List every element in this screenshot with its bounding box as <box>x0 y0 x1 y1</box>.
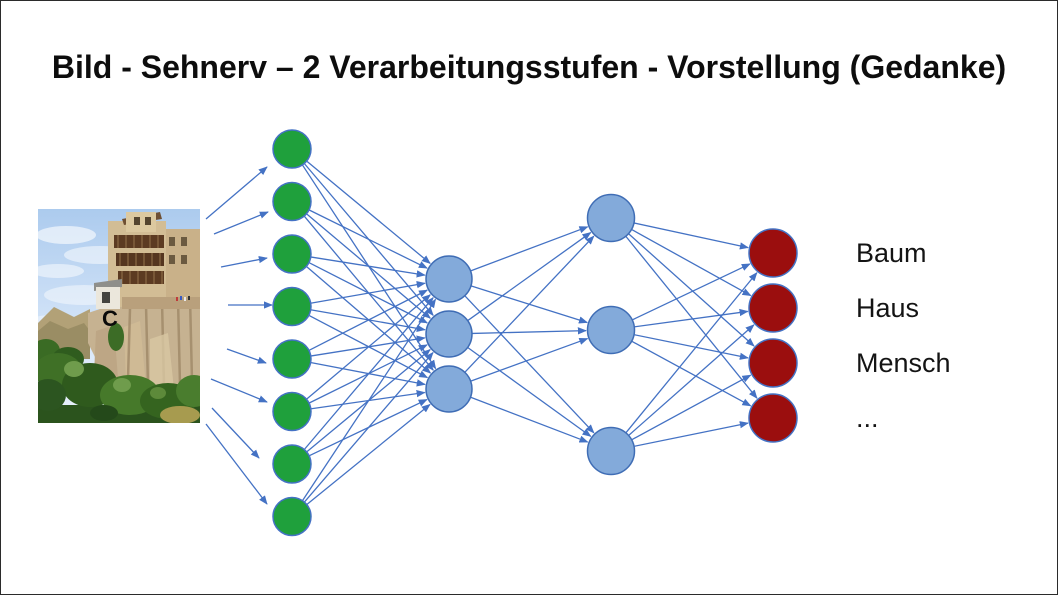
output-label-baum: Baum <box>856 238 927 268</box>
slide-title: Bild - Sehnerv – 2 Verarbeitungsstufen -… <box>51 49 1007 85</box>
output-node <box>748 338 798 388</box>
output-label-more: ... <box>856 403 879 433</box>
input-to-hidden1-connection <box>306 294 431 400</box>
hidden2-node <box>586 426 636 476</box>
input-to-hidden1-connection <box>304 296 434 450</box>
image-to-input-arrow <box>205 423 268 505</box>
hidden2-to-output-connection <box>628 324 755 436</box>
hidden2-to-output-connection <box>628 233 755 347</box>
image-to-input-arrow <box>205 166 268 220</box>
input-node <box>272 339 312 379</box>
output-node <box>748 393 798 443</box>
input-node <box>272 444 312 484</box>
input-to-hidden1-connection <box>311 281 426 304</box>
photo-cuenca: C <box>38 209 200 423</box>
image-to-input-arrow <box>220 256 268 268</box>
input-to-hidden1-connection <box>304 351 434 503</box>
input-node <box>272 234 312 274</box>
input-node <box>272 496 312 537</box>
hidden1-to-hidden2-connection <box>467 347 592 437</box>
hidden2-to-output-connection <box>634 308 749 328</box>
hidden1-to-hidden2-connection <box>464 295 595 434</box>
hidden1-to-hidden2-connection <box>470 337 589 382</box>
input-to-hidden1-connection <box>309 209 428 269</box>
input-to-hidden1-connection <box>311 256 426 278</box>
image-to-input-arrow <box>210 378 268 403</box>
hidden1-to-hidden2-connection <box>467 232 592 321</box>
input-to-hidden1-connection <box>309 289 428 351</box>
hidden2-node <box>586 305 636 355</box>
input-to-hidden1-connection <box>306 403 431 505</box>
hidden2-node <box>586 193 636 243</box>
hidden2-to-output-connection <box>634 421 749 447</box>
output-node <box>748 283 798 333</box>
image-to-input-arrow <box>213 211 269 235</box>
hidden1-node <box>425 310 473 358</box>
input-node <box>272 129 312 169</box>
output-node <box>748 228 798 278</box>
hidden1-to-hidden2-connection <box>472 327 587 335</box>
output-label-mensch: Mensch <box>856 348 951 378</box>
hidden2-to-output-connection <box>625 236 758 399</box>
network-nodes <box>272 129 798 537</box>
hidden2-to-output-connection <box>625 272 758 433</box>
input-node <box>272 286 312 327</box>
input-to-hidden1-connection <box>306 160 431 264</box>
hidden1-node <box>425 255 473 303</box>
connection-lines <box>205 160 758 505</box>
output-label-haus: Haus <box>856 293 920 323</box>
input-to-hidden1-connection <box>302 298 437 501</box>
hidden1-to-hidden2-connection <box>470 226 589 272</box>
input-node <box>272 181 312 222</box>
hidden2-to-output-connection <box>631 229 752 297</box>
photo-overlay-letter: C <box>102 306 118 331</box>
hidden1-to-hidden2-connection <box>470 396 589 443</box>
hidden1-to-hidden2-connection <box>464 235 595 373</box>
hidden2-to-output-connection <box>634 334 749 360</box>
photo-image <box>38 209 200 423</box>
hidden1-node <box>425 365 473 413</box>
image-to-input-arrow <box>226 348 267 364</box>
image-to-input-arrow <box>211 407 260 459</box>
input-node <box>272 391 312 432</box>
hidden2-to-output-connection <box>632 263 751 321</box>
hidden2-to-output-connection <box>634 222 749 250</box>
hidden2-to-output-connection <box>631 340 752 407</box>
hidden2-to-output-connection <box>631 374 752 441</box>
